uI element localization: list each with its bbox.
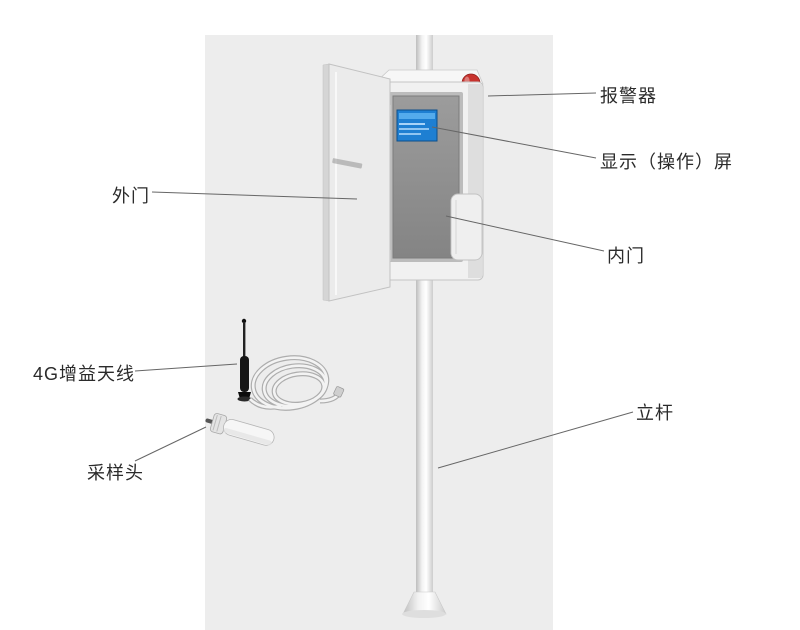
pole-label: 立杆: [636, 403, 674, 423]
sampling-head-label: 采样头: [87, 463, 144, 483]
antenna-leader-line: [134, 363, 238, 372]
display-leader-line: [431, 126, 597, 159]
antenna-4g: [237, 318, 345, 413]
display-screen-label: 显示（操作）屏: [600, 152, 733, 172]
outer-door-leader-line: [151, 191, 358, 200]
sampling-head: [205, 413, 275, 446]
sampling-head-leader-line: [134, 426, 207, 462]
pole-base: [402, 610, 446, 618]
pole-leader-line: [437, 411, 634, 469]
leader-lines: [134, 92, 634, 469]
alarm-label: 报警器: [600, 86, 657, 106]
cabinet-body: [380, 81, 484, 281]
alarm-leader-line: [487, 92, 597, 97]
cable-connector: [333, 386, 345, 398]
side-module: [450, 193, 483, 261]
antenna-label: 4G增益天线: [33, 364, 136, 384]
door-print: [332, 158, 363, 169]
display-screen: [396, 109, 438, 142]
inner-door-label: 内门: [607, 246, 645, 266]
outer-door-label: 外门: [112, 186, 150, 206]
antenna-cable: [250, 353, 345, 413]
outer-door: [322, 63, 391, 302]
inner-door-leader-line: [445, 215, 605, 252]
